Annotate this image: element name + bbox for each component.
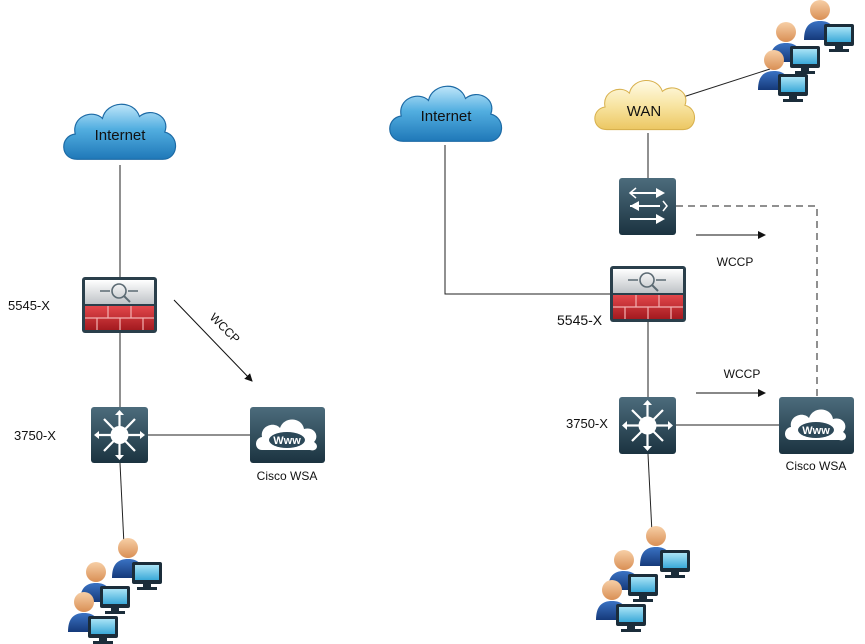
user-group-icon [68,538,162,644]
dashed-redirect-path [676,205,818,397]
internet-cloud: Internet [64,104,176,159]
wccp-arrow [173,299,253,382]
firewall-icon [610,266,686,322]
wan-label: WAN [627,103,661,120]
link-internet-firewall [444,145,610,295]
firewall-5545x: 5545-X [8,277,157,333]
internet-label: Internet [421,108,473,125]
wccp-label: WCCP [717,255,754,269]
left-diagram: Internet 5545-X WCCP [8,104,325,644]
firewall-5545x: 5545-X [557,266,686,328]
wan-router [619,178,676,235]
cisco-wsa: Www Cisco WSA [250,407,325,483]
web-security-appliance-icon: Www [250,407,325,463]
firewall-label: 5545-X [8,298,50,313]
multilayer-switch-icon [91,407,148,463]
cisco-wsa: Www Cisco WSA [779,397,854,473]
wsa-label: Cisco WSA [786,459,847,473]
wsa-label: Cisco WSA [257,469,318,483]
svg-text:Www: Www [273,435,301,447]
wccp-indicator-bottom: WCCP [696,367,766,397]
router-switch-icon [619,178,676,235]
link-switch-users [647,453,653,534]
wccp-indicator: WCCP [173,299,253,382]
internet-label: Internet [95,127,147,144]
wccp-label: WCCP [724,367,761,381]
switch-3750x: 3750-X [14,407,148,463]
internet-cloud: Internet [390,86,502,141]
wccp-indicator-top: WCCP [696,231,766,269]
link-switch-users [119,462,125,546]
wan-cloud: WAN [595,80,695,129]
switch-3750x: 3750-X [566,397,676,454]
link-wan-users [679,68,771,99]
wccp-label: WCCP [207,310,243,346]
web-security-appliance-icon: Www [779,397,854,454]
user-group-icon [758,0,854,102]
firewall-icon [82,277,157,333]
multilayer-switch-icon [619,397,676,454]
switch-label: 3750-X [14,428,56,443]
svg-text:Www: Www [802,425,830,437]
firewall-label: 5545-X [557,312,603,328]
right-diagram: Internet WAN WCCP [390,0,854,632]
switch-label: 3750-X [566,416,608,431]
user-group-top [758,0,854,102]
user-group-icon [596,526,690,632]
user-group-bottom [596,526,690,632]
user-group-left [68,538,162,644]
